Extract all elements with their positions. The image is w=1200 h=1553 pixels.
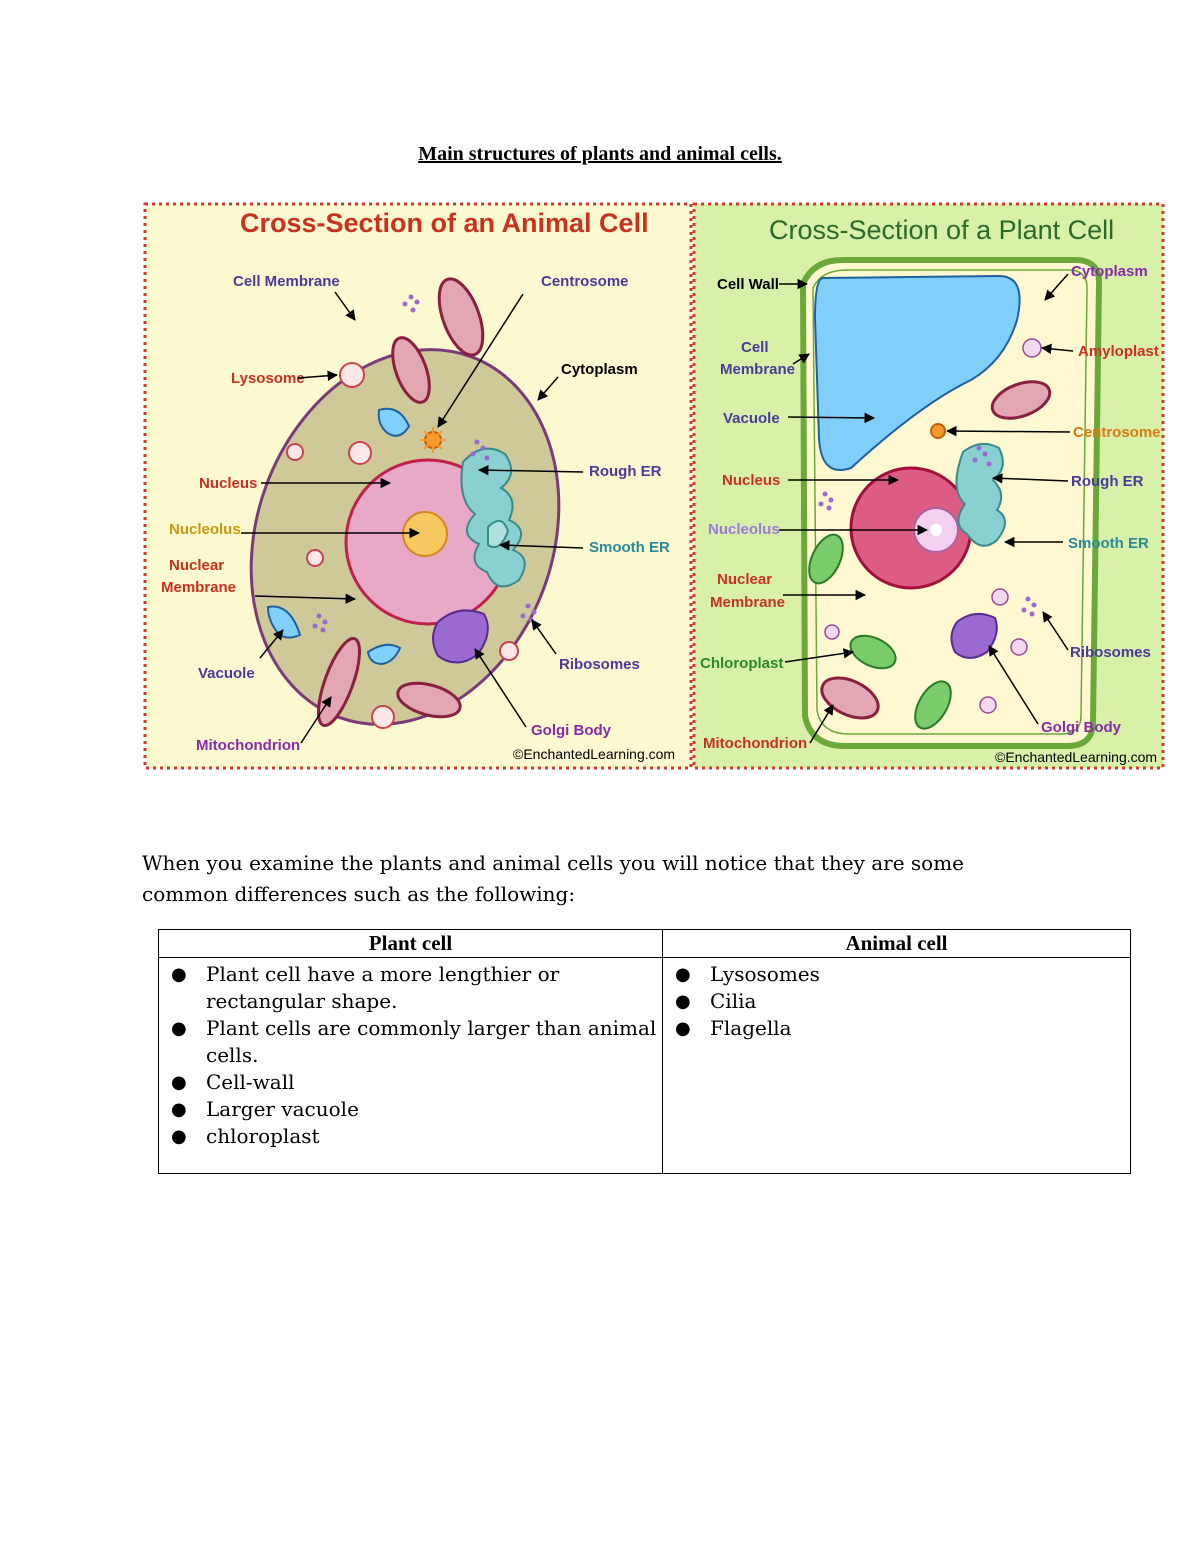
list-item: ●chloroplast: [171, 1124, 320, 1148]
bullet-icon: ●: [675, 964, 691, 985]
label-cell-membrane-2: Membrane: [720, 361, 795, 378]
label-mitochondrion: Mitochondrion: [196, 737, 300, 754]
plant-ribosomes: [818, 445, 1037, 617]
animal-credit: ©EnchantedLearning.com: [513, 746, 675, 762]
label-chloroplast: Chloroplast: [700, 655, 783, 672]
plant-credit: ©EnchantedLearning.com: [995, 749, 1157, 765]
label-plant-nucleolus: Nucleolus: [708, 521, 780, 538]
plant-heading: Cross-Section of a Plant Cell: [769, 215, 1114, 245]
label-plant-golgi: Golgi Body: [1041, 719, 1122, 736]
plant-amyloplast: [1022, 338, 1042, 358]
animal-cell-panel: Cross-Section of an Animal Cell: [143, 202, 693, 770]
label-cytoplasm: Cytoplasm: [561, 361, 638, 378]
bullet-icon: ●: [675, 1018, 691, 1039]
mitochondria-group: [316, 277, 485, 727]
label-nucleolus: Nucleolus: [169, 521, 241, 538]
animal-cell-column: ●Lysosomes ●Cilia ●Flagella: [662, 957, 1131, 1174]
label-plant-ribosomes: Ribosomes: [1070, 644, 1151, 661]
bullet-icon: ●: [675, 991, 691, 1012]
label-plant-mitochondrion: Mitochondrion: [703, 735, 807, 752]
label-plant-rough-er: Rough ER: [1071, 473, 1144, 490]
list-item: ●Larger vacuole: [171, 1097, 359, 1121]
animal-ribosomes: [312, 294, 537, 633]
animal-nucleolus: [402, 511, 448, 557]
page-title: Main structures of plants and animal cel…: [418, 143, 782, 165]
list-item: ●Flagella: [675, 1016, 792, 1040]
list-item: ●Plant cells are commonly larger than an…: [171, 1016, 657, 1067]
label-plant-centrosome: Centrosome: [1073, 424, 1161, 441]
plant-vesicles: [824, 588, 1028, 714]
plant-chloroplasts: [808, 533, 952, 730]
list-item: ●Cell-wall: [171, 1070, 295, 1094]
plant-er: [955, 442, 1006, 547]
intro-paragraph: When you examine the plants and animal c…: [142, 851, 965, 906]
bullet-icon: ●: [171, 1099, 187, 1120]
label-centrosome: Centrosome: [541, 273, 629, 290]
lysosome-group: [286, 362, 519, 729]
label-plant-cytoplasm: Cytoplasm: [1071, 263, 1148, 280]
list-item: ●Plant cell have a more lengthier or rec…: [171, 962, 560, 1013]
label-nucleus: Nucleus: [199, 475, 257, 492]
label-plant-membrane: Membrane: [710, 594, 785, 611]
label-cell-membrane: Cell Membrane: [233, 273, 340, 290]
label-rough-er: Rough ER: [589, 463, 662, 480]
label-vacuole: Vacuole: [198, 665, 255, 682]
plant-centrosome: [930, 423, 946, 439]
label-golgi-body: Golgi Body: [531, 722, 612, 739]
animal-vacuoles: [266, 407, 411, 666]
plant-cell-column: ●Plant cell have a more lengthier or rec…: [158, 957, 663, 1174]
header-animal-cell: Animal cell: [662, 929, 1131, 958]
label-plant-vacuole: Vacuole: [723, 410, 780, 427]
cell-diagram-figure: Cross-Section of an Animal Cell: [143, 202, 1165, 770]
plant-mitochondria: [820, 380, 1052, 720]
label-ribosomes: Ribosomes: [559, 656, 640, 673]
comparison-table: Plant cell Animal cell ●Plant cell have …: [158, 929, 1131, 1174]
bullet-icon: ●: [171, 1072, 187, 1093]
bullet-icon: ●: [171, 1126, 187, 1147]
label-cell-wall: Cell Wall: [717, 276, 779, 293]
label-amyloplast: Amyloplast: [1078, 343, 1159, 360]
header-plant-cell: Plant cell: [158, 929, 663, 958]
plant-cell-panel: Cross-Section of a Plant Cell: [692, 202, 1165, 770]
bullet-icon: ●: [171, 964, 187, 985]
label-cell: Cell: [741, 339, 769, 356]
label-lysosome: Lysosome: [231, 370, 305, 387]
list-item: ●Cilia: [675, 989, 757, 1013]
label-smooth-er: Smooth ER: [589, 539, 670, 556]
plant-golgi: [950, 612, 998, 659]
plant-cell-membrane: [812, 269, 1088, 735]
bullet-icon: ●: [171, 1018, 187, 1039]
label-membrane: Membrane: [161, 579, 236, 596]
label-plant-nucleus: Nucleus: [722, 472, 780, 489]
label-nuclear: Nuclear: [169, 557, 224, 574]
list-item: ●Lysosomes: [675, 962, 820, 986]
label-plant-smooth-er: Smooth ER: [1068, 535, 1149, 552]
label-plant-nuclear: Nuclear: [717, 571, 772, 588]
animal-er: [460, 447, 526, 588]
animal-heading: Cross-Section of an Animal Cell: [240, 208, 649, 238]
